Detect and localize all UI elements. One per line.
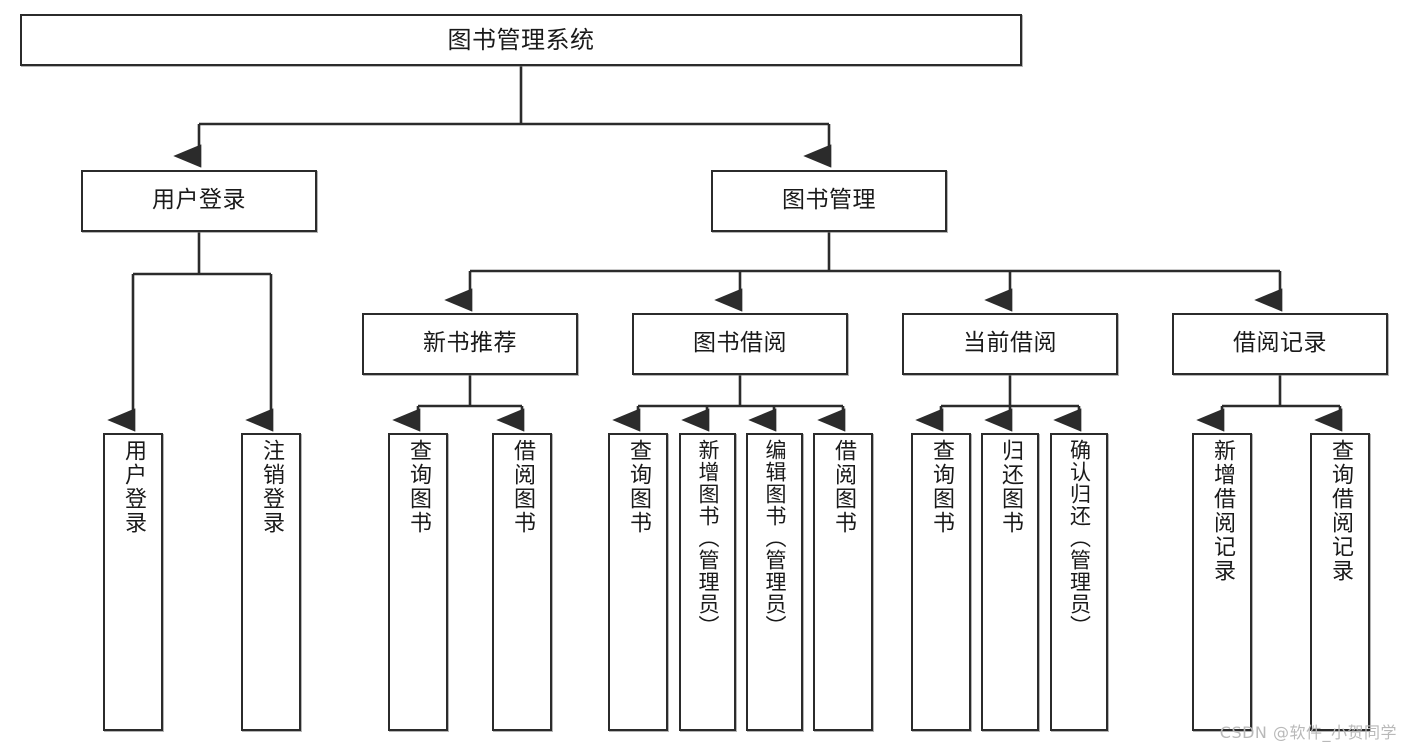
watermark-text: CSDN @软件_小贺同学 — [1219, 723, 1397, 742]
node-leaf-query-book-1-label: 查询图书 — [406, 439, 431, 535]
node-leaf-query-record-label: 查询借阅记录 — [1328, 439, 1353, 583]
node-leaf-user-login-label: 用户登录 — [121, 439, 146, 535]
node-leaf-query-record[interactable]: 查询借阅记录 — [1310, 433, 1370, 731]
node-leaf-query-book-2-label: 查询图书 — [626, 439, 651, 535]
node-leaf-edit-book[interactable]: 编辑图书（管理员） — [746, 433, 803, 731]
node-leaf-borrow-book-2[interactable]: 借阅图书 — [813, 433, 873, 731]
node-leaf-confirm-return-label: 确认归还（管理员） — [1067, 439, 1092, 637]
node-leaf-logout[interactable]: 注销登录 — [241, 433, 301, 731]
node-leaf-query-book-3[interactable]: 查询图书 — [911, 433, 971, 731]
node-leaf-confirm-return[interactable]: 确认归还（管理员） — [1050, 433, 1108, 731]
node-user-login[interactable]: 用户登录 — [81, 170, 317, 232]
node-root-label: 图书管理系统 — [447, 25, 595, 54]
node-current-borrow[interactable]: 当前借阅 — [902, 313, 1118, 375]
node-new-book-rec-label: 新书推荐 — [423, 330, 517, 357]
node-root[interactable]: 图书管理系统 — [20, 14, 1022, 66]
node-leaf-query-book-3-label: 查询图书 — [929, 439, 954, 535]
node-leaf-borrow-book-1-label: 借阅图书 — [510, 439, 535, 535]
node-borrow-record[interactable]: 借阅记录 — [1172, 313, 1388, 375]
node-book-borrow-label: 图书借阅 — [693, 330, 787, 357]
node-leaf-borrow-book-2-label: 借阅图书 — [831, 439, 856, 535]
node-current-borrow-label: 当前借阅 — [963, 330, 1057, 357]
node-leaf-user-login[interactable]: 用户登录 — [103, 433, 163, 731]
node-leaf-edit-book-label: 编辑图书（管理员） — [763, 439, 787, 637]
node-user-login-label: 用户登录 — [152, 187, 246, 214]
node-leaf-return-book[interactable]: 归还图书 — [981, 433, 1039, 731]
node-leaf-add-record-label: 新增借阅记录 — [1210, 439, 1235, 583]
node-leaf-borrow-book-1[interactable]: 借阅图书 — [492, 433, 552, 731]
node-book-manage[interactable]: 图书管理 — [711, 170, 947, 232]
node-leaf-logout-label: 注销登录 — [259, 439, 284, 535]
node-leaf-query-book-2[interactable]: 查询图书 — [608, 433, 668, 731]
node-leaf-add-book-label: 新增图书（管理员） — [696, 439, 720, 637]
node-book-borrow[interactable]: 图书借阅 — [632, 313, 848, 375]
node-leaf-add-book[interactable]: 新增图书（管理员） — [679, 433, 736, 731]
node-leaf-query-book-1[interactable]: 查询图书 — [388, 433, 448, 731]
node-borrow-record-label: 借阅记录 — [1233, 330, 1327, 357]
node-leaf-add-record[interactable]: 新增借阅记录 — [1192, 433, 1252, 731]
node-leaf-return-book-label: 归还图书 — [998, 439, 1023, 535]
node-new-book-rec[interactable]: 新书推荐 — [362, 313, 578, 375]
node-book-manage-label: 图书管理 — [782, 187, 876, 214]
